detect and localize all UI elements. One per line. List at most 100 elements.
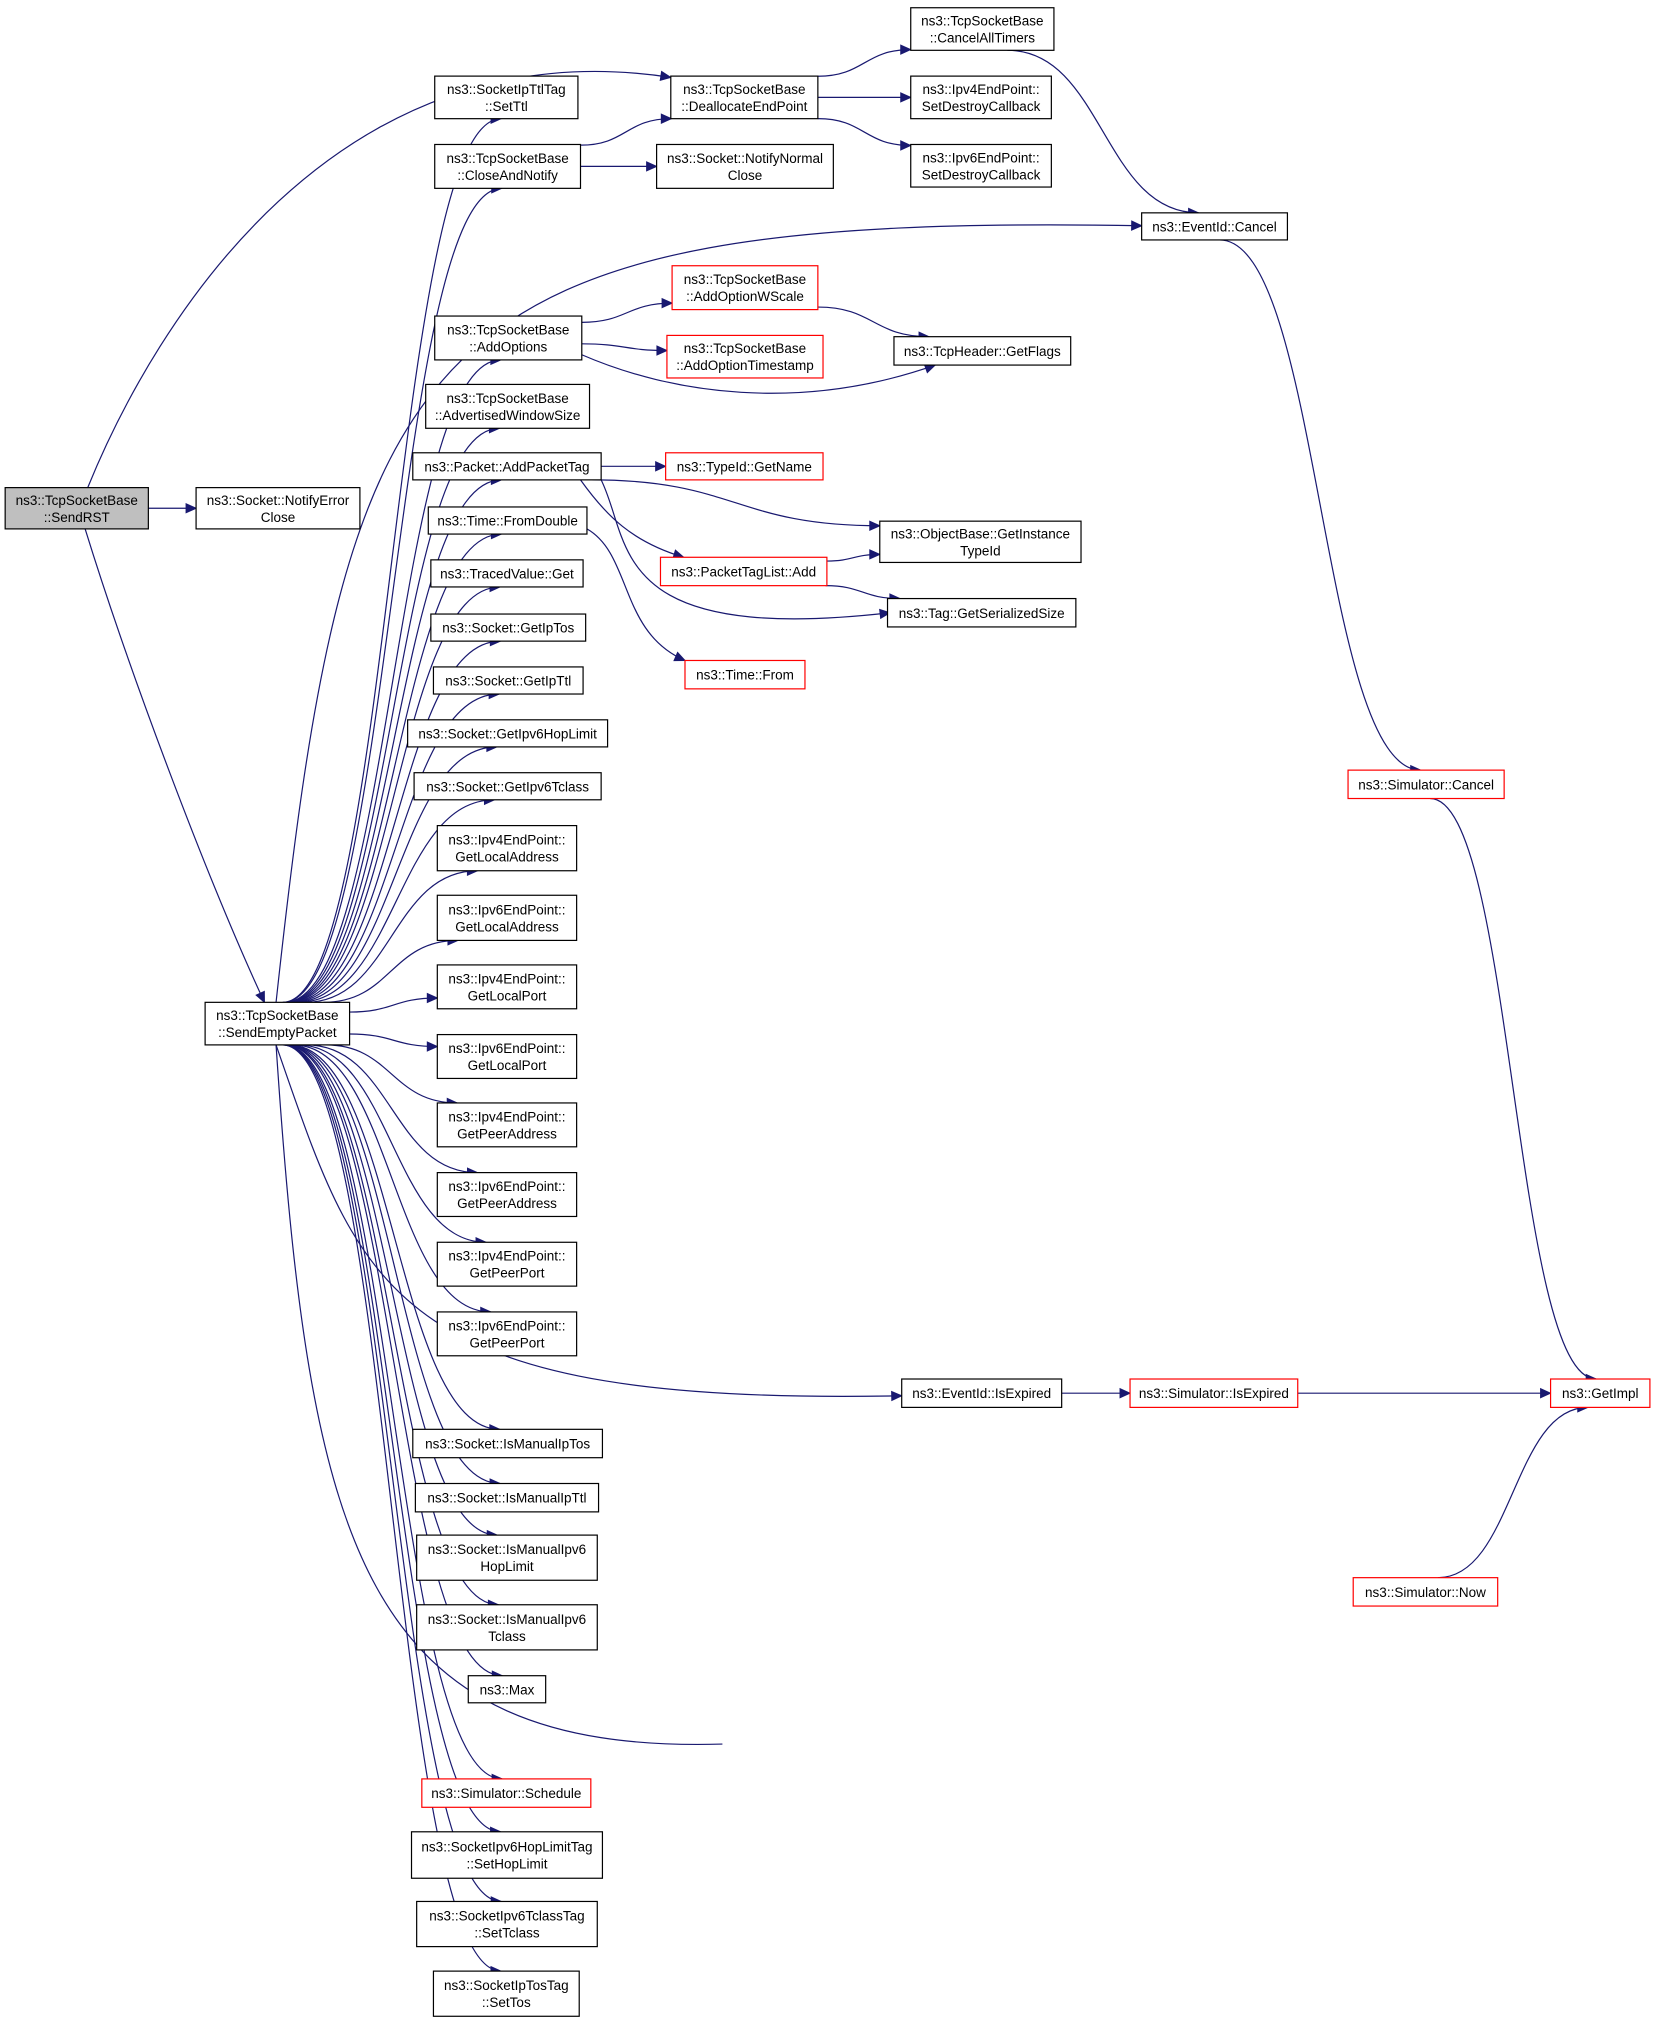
node-label: ns3::Socket::IsManualIpv6	[428, 1542, 586, 1557]
node-label: SetDestroyCallback	[922, 167, 1041, 182]
call-edge-AddOptions-to-AddOptionWScale	[581, 297, 674, 323]
node-FromDouble[interactable]: ns3::Time::FromDouble	[427, 506, 588, 535]
node-Ipv6SetDestroyCallback[interactable]: ns3::Ipv6EndPoint::SetDestroyCallback	[910, 143, 1052, 188]
node-label: Close	[728, 168, 763, 183]
call-edge-PacketTagListAdd-to-GetInstanceTypeId	[826, 549, 881, 562]
node-label: Close	[261, 510, 296, 525]
node-box	[434, 75, 579, 120]
call-edge-CloseAndNotify-to-NotifyNormalClose	[580, 161, 658, 172]
node-label: GetLocalAddress	[455, 919, 559, 934]
node-SetHopLimit[interactable]: ns3::SocketIpv6HopLimitTag::SetHopLimit	[410, 1831, 604, 1879]
node-box	[195, 487, 361, 530]
node-SimulatorNow[interactable]: ns3::Simulator::Now	[1352, 1577, 1499, 1607]
node-box	[436, 1172, 578, 1218]
node-Ipv4GetPeerAddress[interactable]: ns3::Ipv4EndPoint::GetPeerAddress	[436, 1102, 578, 1148]
node-Ipv6GetLocalPort[interactable]: ns3::Ipv6EndPoint::GetLocalPort	[436, 1033, 578, 1080]
node-box	[1352, 1577, 1499, 1607]
node-box	[412, 1428, 604, 1459]
node-CancelAllTimers[interactable]: ns3::TcpSocketBase::CancelAllTimers	[910, 7, 1055, 51]
call-edge-SendEmptyPacket-to-Ipv6GetLocalPort	[349, 1033, 439, 1052]
node-AddOptionWScale[interactable]: ns3::TcpSocketBase::AddOptionWScale	[671, 265, 819, 311]
node-AdvertisedWindowSize[interactable]: ns3::TcpSocketBase::AdvertisedWindowSize	[425, 383, 591, 429]
node-IsManualIpTos[interactable]: ns3::Socket::IsManualIpTos	[412, 1428, 604, 1459]
call-edge-DeallocateEndPoint-to-CancelAllTimers	[817, 44, 912, 77]
node-label: ::SetTclass	[474, 1926, 540, 1941]
node-box	[412, 452, 602, 481]
node-label: TypeId	[960, 543, 1001, 558]
call-edge-SendRST-to-NotifyErrorClose	[148, 502, 198, 514]
node-label: ns3::Ipv6EndPoint::	[448, 1179, 565, 1194]
node-label: ns3::Socket::IsManualIpTtl	[427, 1491, 586, 1506]
node-label: ns3::PacketTagList::Add	[671, 564, 816, 579]
node-Ipv6GetLocalAddress[interactable]: ns3::Ipv6EndPoint::GetLocalAddress	[436, 894, 578, 942]
node-box	[436, 964, 578, 1010]
node-label: ns3::SocketIpTtlTag	[447, 82, 566, 97]
node-box	[436, 894, 578, 942]
call-edge-AddPacketTag-to-GetSerializedSize	[600, 479, 892, 620]
node-DeallocateEndPoint[interactable]: ns3::TcpSocketBase::DeallocateEndPoint	[670, 75, 819, 120]
node-SetTtl[interactable]: ns3::SocketIpTtlTag::SetTtl	[434, 75, 579, 120]
node-GetIpv6HopLimit[interactable]: ns3::Socket::GetIpv6HopLimit	[407, 719, 609, 748]
node-Ipv6GetPeerAddress[interactable]: ns3::Ipv6EndPoint::GetPeerAddress	[436, 1172, 578, 1218]
node-box	[910, 143, 1052, 188]
node-GetImpl[interactable]: ns3::GetImpl	[1549, 1378, 1651, 1408]
call-edge-AddOptionWScale-to-GetFlags	[817, 306, 931, 342]
node-label: ns3::Socket::IsManualIpv6	[428, 1612, 586, 1627]
node-Max[interactable]: ns3::Max	[467, 1675, 547, 1704]
node-label: ns3::ObjectBase::GetInstance	[891, 526, 1070, 541]
node-label: ::SetHopLimit	[466, 1857, 547, 1872]
call-edge-AddOptions-to-GetFlags	[581, 354, 937, 394]
node-PacketTagListAdd[interactable]: ns3::PacketTagList::Add	[659, 556, 828, 587]
node-label: GetPeerPort	[469, 1266, 544, 1281]
node-IsManualIpTtl[interactable]: ns3::Socket::IsManualIpTtl	[414, 1482, 600, 1513]
node-SimulatorSchedule[interactable]: ns3::Simulator::Schedule	[421, 1778, 592, 1808]
node-label: ns3::Ipv4EndPoint::	[448, 1109, 565, 1124]
node-label: SetDestroyCallback	[922, 99, 1041, 114]
node-Ipv4GetLocalPort[interactable]: ns3::Ipv4EndPoint::GetLocalPort	[436, 964, 578, 1010]
call-edge-AddPacketTag-to-GetInstanceTypeId	[591, 479, 881, 532]
node-label: ns3::Ipv6EndPoint::	[448, 1041, 565, 1056]
node-EventIdCancel[interactable]: ns3::EventId::Cancel	[1141, 212, 1289, 241]
node-GetSerializedSize[interactable]: ns3::Tag::GetSerializedSize	[886, 597, 1077, 628]
node-SetTos[interactable]: ns3::SocketIpTosTag::SetTos	[432, 1970, 580, 2017]
node-SendEmptyPacket[interactable]: ns3::TcpSocketBase::SendEmptyPacket	[204, 1001, 351, 1046]
call-edge-SendEmptyPacket-to-Ipv4GetLocalPort	[349, 992, 439, 1013]
node-Ipv4GetPeerPort[interactable]: ns3::Ipv4EndPoint::GetPeerPort	[436, 1241, 578, 1287]
node-CloseAndNotify[interactable]: ns3::TcpSocketBase::CloseAndNotify	[434, 143, 582, 189]
node-AddOptions[interactable]: ns3::TcpSocketBase::AddOptions	[434, 315, 583, 361]
node-TypeIdGetName[interactable]: ns3::TypeId::GetName	[665, 452, 824, 481]
node-AddPacketTag[interactable]: ns3::Packet::AddPacketTag	[412, 452, 602, 481]
node-SimulatorCancel[interactable]: ns3::Simulator::Cancel	[1347, 769, 1505, 800]
node-label: ns3::Socket::GetIpTos	[442, 621, 574, 636]
node-box	[436, 1102, 578, 1148]
node-SendRST[interactable]: ns3::TcpSocketBase::SendRST	[4, 487, 149, 530]
node-Ipv4SetDestroyCallback[interactable]: ns3::Ipv4EndPoint::SetDestroyCallback	[910, 75, 1052, 120]
node-label: ns3::TcpSocketBase	[921, 14, 1043, 29]
call-edge-CancelAllTimers-to-EventIdCancel	[1007, 49, 1200, 219]
node-label: ::SetTos	[482, 1995, 531, 2010]
node-GetIpTtl[interactable]: ns3::Socket::GetIpTtl	[432, 666, 584, 695]
node-label: Tclass	[488, 1629, 526, 1644]
node-TracedValueGet[interactable]: ns3::TracedValue::Get	[430, 559, 584, 588]
node-label: ns3::TcpSocketBase	[684, 341, 806, 356]
node-SetTclass[interactable]: ns3::SocketIpv6TclassTag::SetTclass	[416, 1900, 598, 1948]
node-Ipv4GetLocalAddress[interactable]: ns3::Ipv4EndPoint::GetLocalAddress	[436, 824, 578, 872]
node-box	[204, 1001, 351, 1046]
node-GetIpv6Tclass[interactable]: ns3::Socket::GetIpv6Tclass	[413, 772, 602, 801]
node-label: ::AddOptionTimestamp	[676, 358, 814, 373]
node-label: ::SetTtl	[485, 99, 528, 114]
node-box	[4, 487, 149, 530]
node-TimeFrom[interactable]: ns3::Time::From	[684, 659, 806, 690]
node-AddOptionTimestamp[interactable]: ns3::TcpSocketBase::AddOptionTimestamp	[666, 334, 824, 379]
node-box	[910, 7, 1055, 51]
node-Ipv6GetPeerPort[interactable]: ns3::Ipv6EndPoint::GetPeerPort	[436, 1311, 578, 1357]
node-GetIpTos[interactable]: ns3::Socket::GetIpTos	[430, 613, 587, 642]
node-SimulatorIsExpired[interactable]: ns3::Simulator::IsExpired	[1129, 1378, 1299, 1408]
node-EventIdIsExpired[interactable]: ns3::EventId::IsExpired	[901, 1378, 1063, 1408]
node-GetFlags[interactable]: ns3::TcpHeader::GetFlags	[893, 336, 1072, 366]
